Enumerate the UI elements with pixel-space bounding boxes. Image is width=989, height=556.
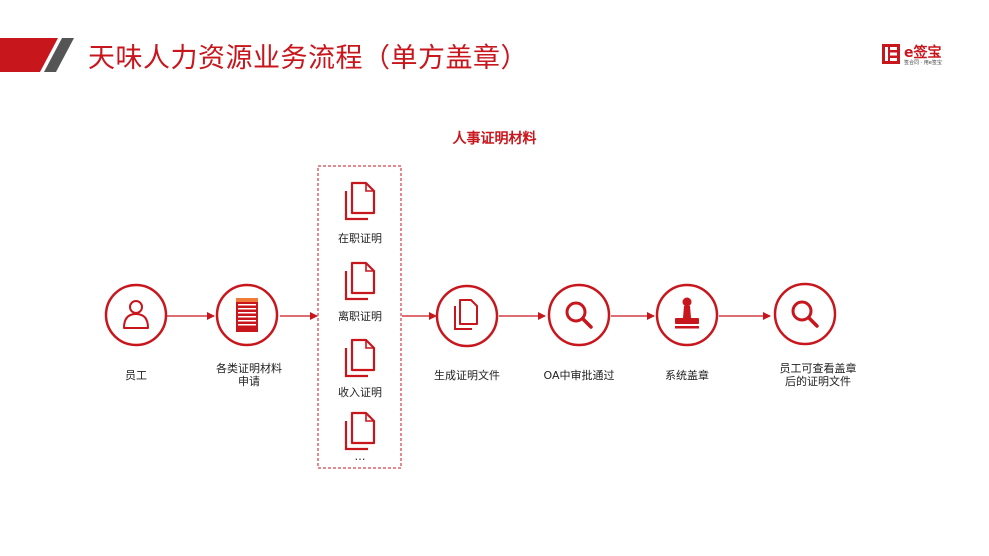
node-employee (104, 283, 168, 347)
document-icon (344, 411, 376, 451)
document-icon (454, 299, 478, 330)
form-icon (236, 298, 258, 332)
document-label: 收入证明 (338, 386, 382, 399)
node-label: 员工可查看盖章 后的证明文件 (779, 362, 857, 388)
node-apply (215, 283, 279, 347)
document-icon (344, 181, 376, 221)
node-label: 系统盖章 (665, 369, 709, 382)
node-label: 生成证明文件 (434, 369, 500, 382)
node-generate (435, 284, 499, 348)
header-stripes (0, 38, 74, 72)
stamp-icon (675, 297, 699, 329)
search-icon (791, 300, 819, 328)
logo-brand: e签宝 (904, 45, 942, 61)
node-label: 员工 (125, 369, 147, 382)
document-label: 离职证明 (338, 310, 382, 323)
node-label: 各类证明材料 申请 (216, 362, 282, 388)
document-label: 在职证明 (338, 232, 382, 245)
page-title: 天味人力资源业务流程（单方盖章） (88, 43, 528, 74)
node-label: OA中审批通过 (543, 369, 615, 382)
search-icon (565, 301, 593, 329)
document-icon (344, 338, 376, 378)
node-view-document (773, 282, 837, 346)
logo-tagline: 签合同 · 用e签宝 (904, 60, 942, 66)
diagram-title: 人事证明材料 (452, 131, 537, 147)
esign-logo: e签宝 签合同 · 用e签宝 (882, 42, 962, 68)
document-label: … (354, 450, 366, 463)
node-oa-approve (547, 283, 611, 347)
user-icon (123, 300, 149, 329)
document-group-box (317, 165, 402, 469)
esign-logo-icon (882, 44, 900, 64)
node-stamp (655, 283, 719, 347)
document-icon (344, 261, 376, 301)
